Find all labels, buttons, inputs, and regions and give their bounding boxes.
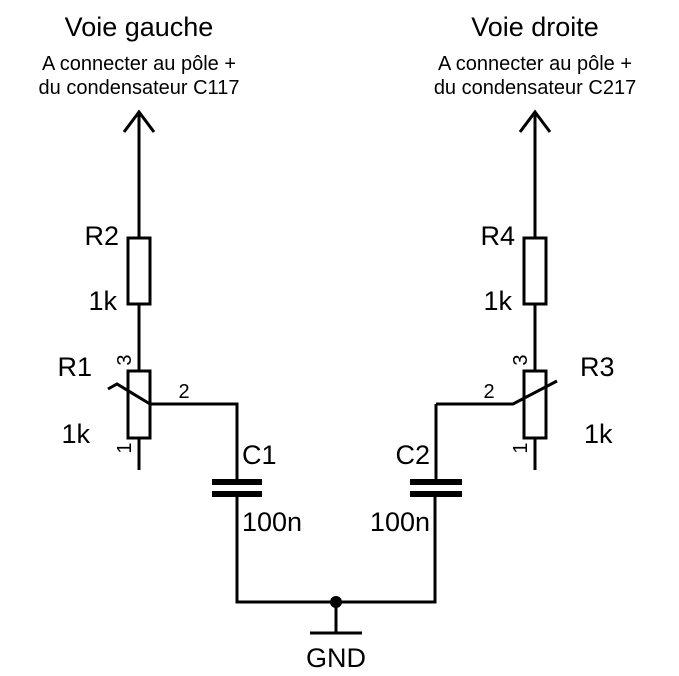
R3-ref: R3	[580, 352, 615, 382]
resistor-R2	[126, 236, 152, 306]
left-output-arrow	[122, 109, 156, 238]
right-channel-note-line1: A connecter au pôle +	[438, 53, 632, 75]
R3-pin1: 1	[510, 442, 532, 453]
R4-value: 1k	[483, 286, 512, 316]
R1-pin2: 2	[178, 381, 189, 403]
right-output-arrow	[518, 109, 552, 238]
R2-ref: R2	[84, 221, 119, 251]
ground-symbol	[310, 596, 362, 635]
R1-pin1: 1	[114, 442, 136, 453]
resistor-R4	[522, 236, 548, 306]
C1-ref: C1	[242, 440, 277, 470]
left-channel-note-line2: du condensateur C117	[39, 77, 240, 99]
right-channel-title: Voie droite	[471, 12, 599, 42]
R3-pin3: 3	[510, 354, 532, 365]
C2-ref: C2	[395, 440, 430, 470]
gnd-label: GND	[306, 643, 366, 673]
R1-value: 1k	[61, 419, 90, 449]
potentiometer-R1	[107, 369, 152, 440]
potentiometer-R3	[436, 369, 558, 440]
R1-pin3: 3	[114, 354, 136, 365]
R2-value: 1k	[88, 286, 117, 316]
C2-value: 100n	[370, 507, 430, 537]
left-channel-note-line1: A connecter au pôle +	[42, 53, 236, 75]
capacitor-C2	[410, 479, 462, 497]
R3-value: 1k	[584, 419, 613, 449]
left-channel-title: Voie gauche	[65, 12, 214, 42]
R3-pin2: 2	[483, 381, 494, 403]
C1-value: 100n	[242, 507, 302, 537]
capacitor-C1	[212, 479, 262, 497]
right-channel-note-line2: du condensateur C217	[434, 77, 636, 99]
R4-ref: R4	[480, 221, 515, 251]
R1-ref: R1	[57, 352, 92, 382]
